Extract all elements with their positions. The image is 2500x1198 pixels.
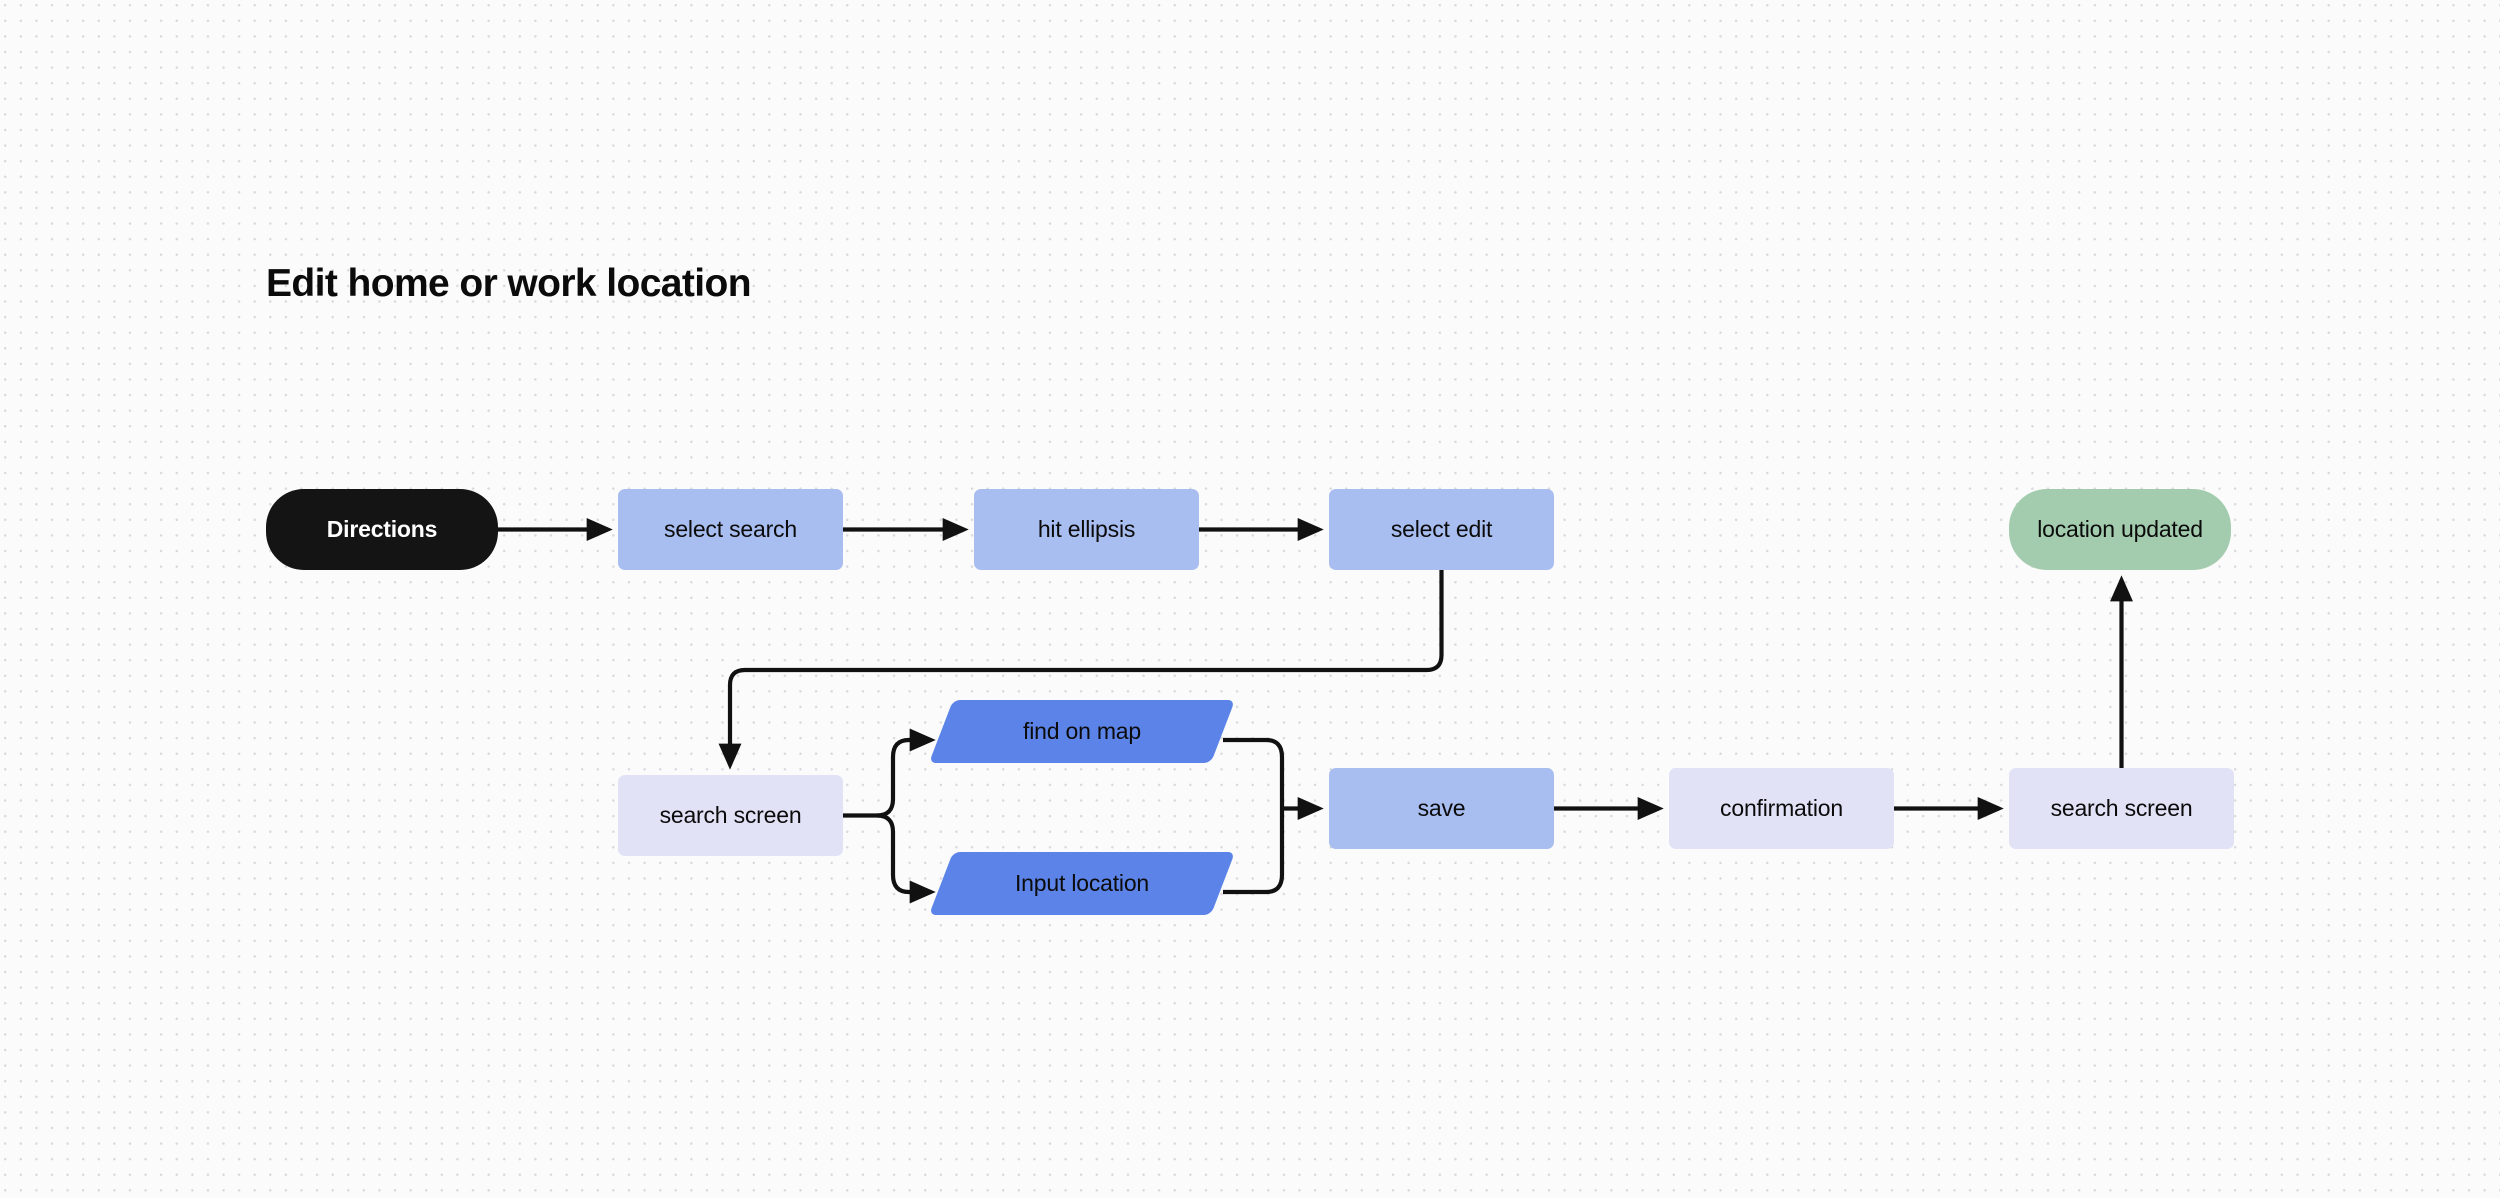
node-search-screen-2[interactable]: search screen: [2009, 768, 2234, 849]
node-confirmation[interactable]: confirmation: [1669, 768, 1894, 849]
node-input-location[interactable]: Input location: [928, 852, 1236, 915]
node-directions[interactable]: Directions: [266, 489, 498, 570]
edge-input-location-to-merge: [1223, 808, 1285, 895]
node-hit-ellipsis[interactable]: hit ellipsis: [974, 489, 1199, 570]
node-label-search-screen-2: search screen: [2050, 794, 2193, 821]
node-label-search-screen-1: search screen: [659, 801, 802, 828]
edge-find-on-map-to-merge: [1223, 737, 1285, 808]
parallelogram-shape: [928, 700, 1236, 763]
node-label-select-search: select search: [664, 515, 797, 542]
node-label-location-updated: location updated: [2037, 515, 2203, 542]
page-title: Edit home or work location: [266, 262, 752, 305]
node-label-confirmation: confirmation: [1720, 794, 1843, 821]
node-location-updated[interactable]: location updated: [2009, 489, 2231, 570]
edge-split-to-input-location: [876, 813, 936, 904]
edge-split-to-find-on-map: [876, 728, 936, 818]
node-select-edit[interactable]: select edit: [1329, 489, 1554, 570]
node-find-on-map[interactable]: find on map: [928, 700, 1236, 763]
node-label-hit-ellipsis: hit ellipsis: [1037, 515, 1136, 542]
node-label-directions: Directions: [326, 515, 438, 542]
node-label-save: save: [1417, 794, 1466, 821]
node-search-screen-1[interactable]: search screen: [618, 775, 843, 856]
parallelogram-shape: [928, 852, 1236, 915]
node-select-search[interactable]: select search: [618, 489, 843, 570]
node-save[interactable]: save: [1329, 768, 1554, 849]
node-label-select-edit: select edit: [1390, 515, 1493, 542]
